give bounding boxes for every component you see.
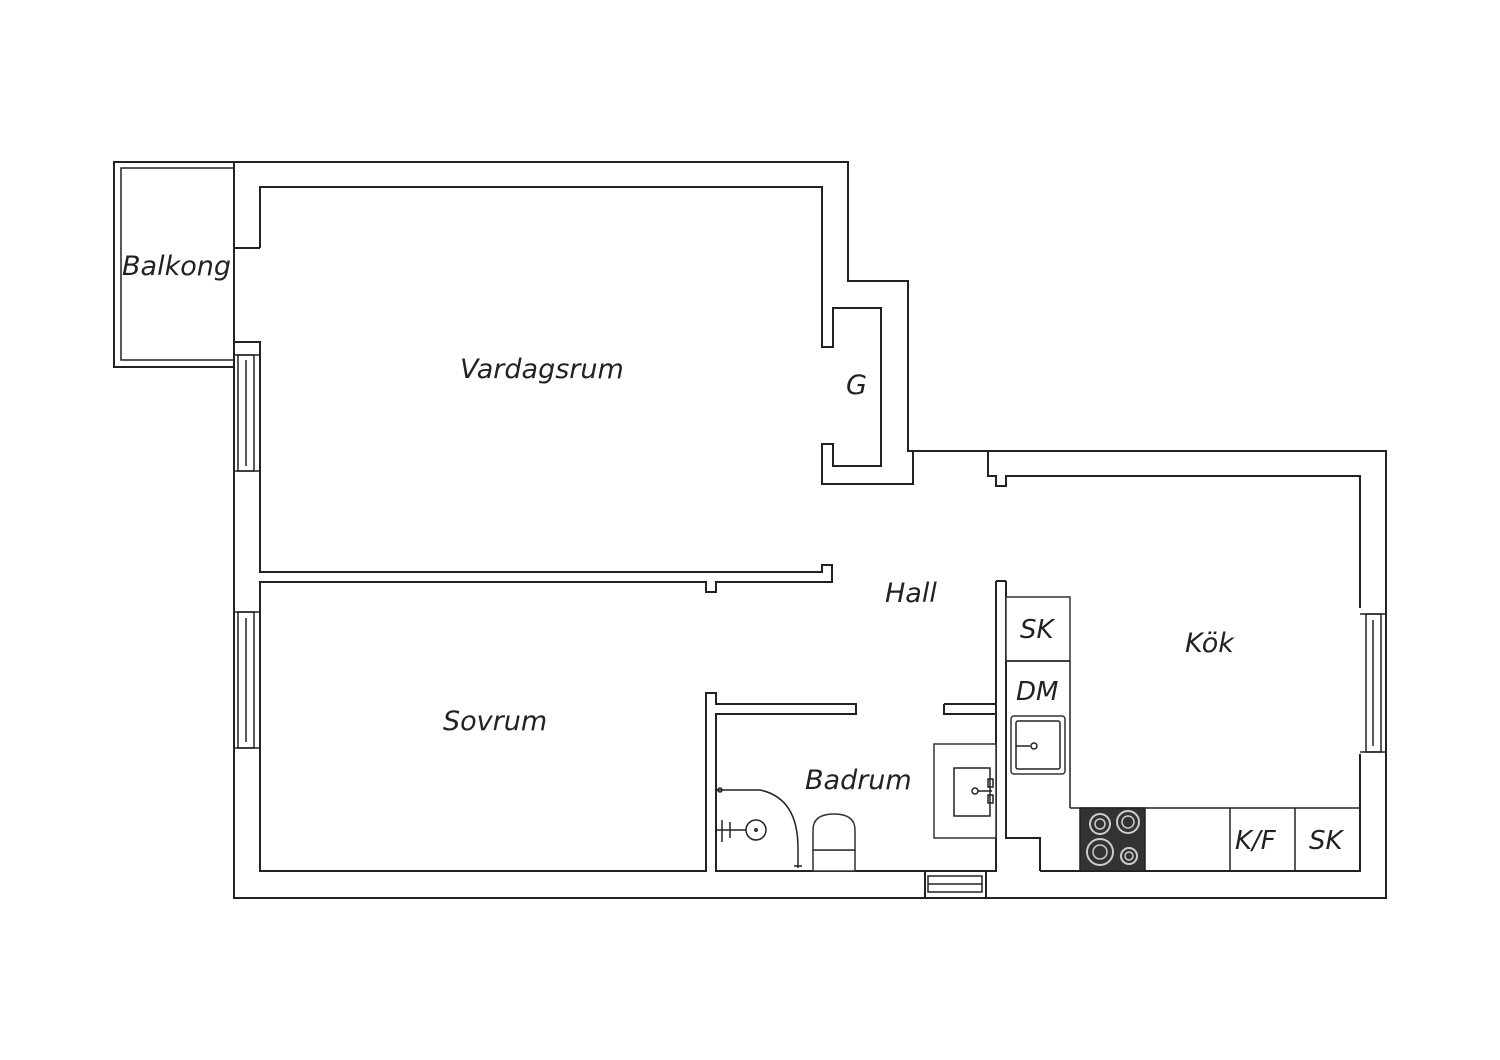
walls xyxy=(233,161,1387,899)
bathroom-washbasin xyxy=(933,743,997,839)
fixture-label-sk-bottom: SK xyxy=(1309,826,1345,856)
stove-icon xyxy=(1079,807,1146,872)
room-label-g: G xyxy=(846,370,867,401)
fixture-label-dm: DM xyxy=(1016,677,1058,707)
kitchen-cabinets xyxy=(1005,596,1360,871)
toilet-icon xyxy=(812,813,856,872)
room-label-vardagsrum: Vardagsrum xyxy=(460,354,624,385)
fixture-label-kf: K/F xyxy=(1235,826,1277,856)
room-label-badrum: Badrum xyxy=(805,765,912,796)
room-label-balkong: Balkong xyxy=(122,251,231,282)
windows xyxy=(234,354,1386,893)
room-label-kok: Kök xyxy=(1185,628,1235,659)
fixture-label-sk-top: SK xyxy=(1020,615,1056,645)
room-label-sovrum: Sovrum xyxy=(443,706,547,737)
kitchen-sink xyxy=(1010,715,1066,775)
shower-icon xyxy=(716,787,802,868)
room-label-hall: Hall xyxy=(885,578,937,609)
